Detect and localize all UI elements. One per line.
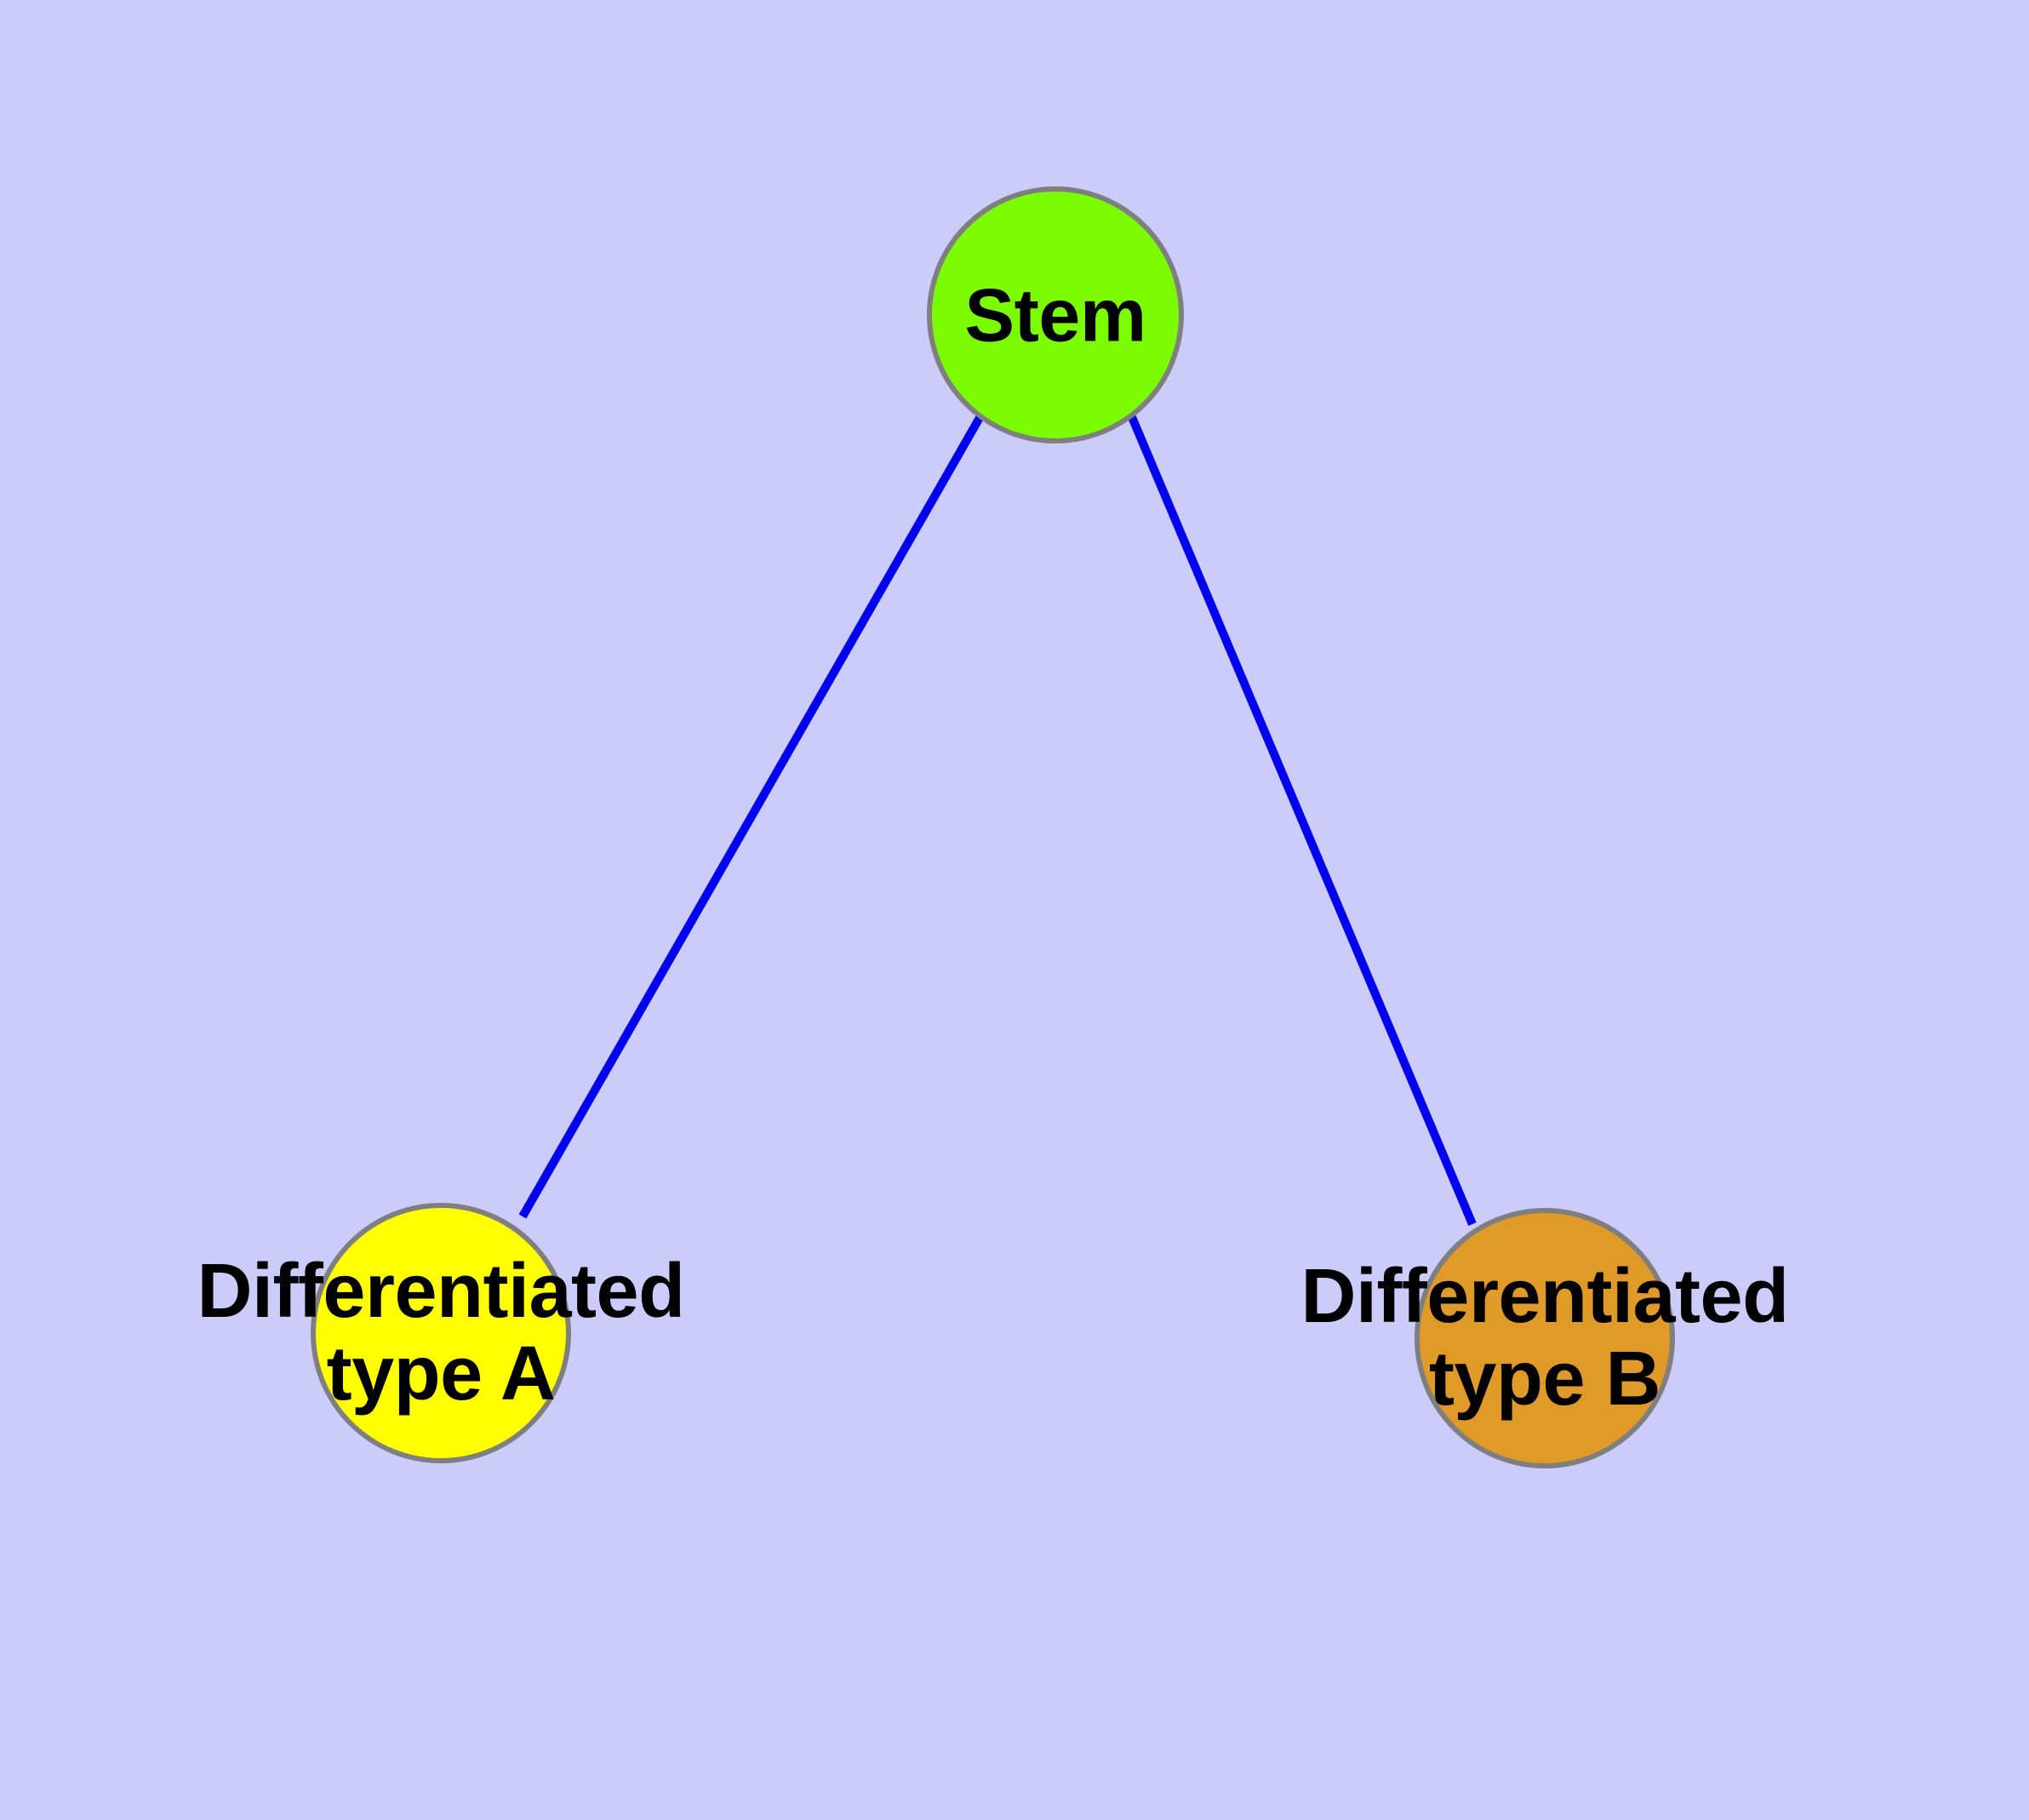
graph-edge-stem-to-a[interactable] — [518, 414, 985, 1219]
graph-node-stem[interactable] — [927, 186, 1184, 444]
graph-node-diff_a[interactable] — [311, 1203, 571, 1463]
edges-layer — [518, 414, 1477, 1226]
graph-node-diff_b[interactable] — [1415, 1208, 1675, 1468]
nodes-layer — [311, 186, 1675, 1468]
graph-edge-stem-to-b[interactable] — [1128, 415, 1477, 1226]
